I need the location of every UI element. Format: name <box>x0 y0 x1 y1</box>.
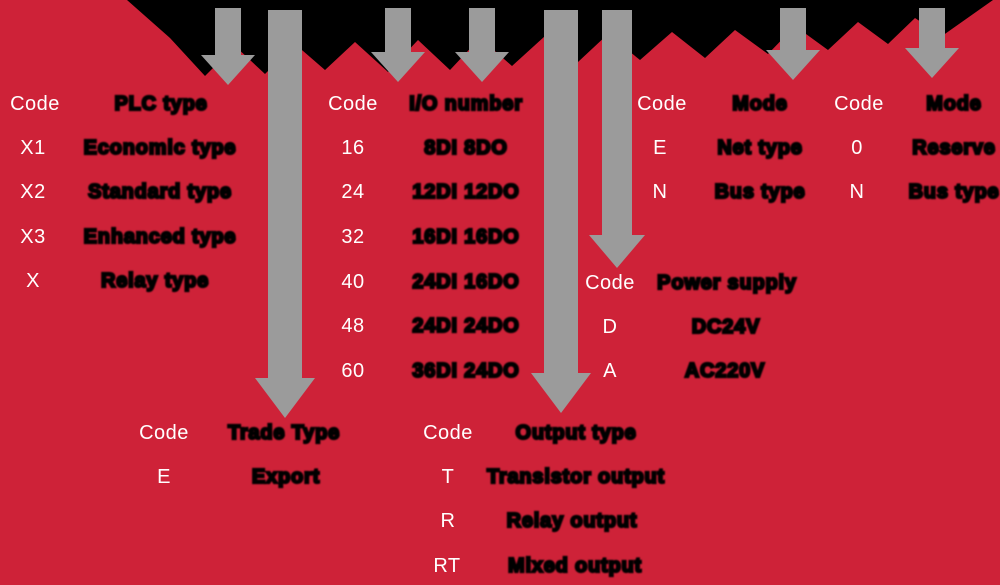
power-supply-row-code: D <box>602 316 618 338</box>
io-number-row-desc: 24DI 16DO <box>411 271 520 293</box>
mode-bus-row-desc: Bus type <box>907 181 1000 203</box>
mode-net-row-code: N <box>652 181 668 203</box>
arrow-trade-type <box>255 10 315 418</box>
plc-type-row-desc: Economic type <box>83 137 237 159</box>
mode-net-row-desc: Net type <box>716 137 803 159</box>
io-number-row-desc: 24DI 24DO <box>411 315 520 337</box>
mode-bus-desc-header: Mode <box>925 93 982 115</box>
power-supply-desc-header: Power supply <box>656 272 797 294</box>
output-type-row-code: R <box>440 510 456 532</box>
plc-type-row-desc: Standard type <box>87 181 232 203</box>
output-type-row-desc: Relay output <box>506 510 638 532</box>
plc-type-row-code: X2 <box>20 181 46 203</box>
plc-type-row-desc: Enhanced type <box>83 226 237 248</box>
power-supply-row-code: A <box>603 360 617 382</box>
arrow-power-supply <box>589 10 645 268</box>
arrow-output-type <box>531 10 591 413</box>
trade-type-row-desc: Export <box>251 466 321 488</box>
plc-type-desc-header: PLC type <box>113 93 208 115</box>
output-type-code-header: Code <box>423 422 473 444</box>
mode-bus-code-header: Code <box>834 93 884 115</box>
mode-net-row-desc: Bus type <box>713 181 806 203</box>
trade-type-code-header: Code <box>139 422 189 444</box>
io-number-desc-header: I/O number <box>408 93 523 115</box>
io-number-code-header: Code <box>328 93 378 115</box>
plc-type-row-desc: Relay type <box>100 270 210 292</box>
arrow-io-number-left <box>371 8 425 82</box>
mode-bus-row-desc: Reserve <box>911 137 996 159</box>
arrow-io-number-right <box>455 8 509 82</box>
arrow-mode-net <box>766 8 820 80</box>
io-number-row-code: 60 <box>341 360 365 382</box>
mode-net-row-code: E <box>653 137 667 159</box>
output-type-row-desc: Mixed output <box>507 555 643 577</box>
mode-net-code-header: Code <box>637 93 687 115</box>
io-number-row-code: 40 <box>341 271 365 293</box>
io-number-row-code: 24 <box>341 181 365 203</box>
power-supply-row-desc: DC24V <box>691 316 761 338</box>
plc-type-row-code: X3 <box>20 226 46 248</box>
io-number-row-desc: 36DI 24DO <box>411 360 520 382</box>
mode-bus-row-code: 0 <box>851 137 863 159</box>
output-type-row-code: T <box>441 466 455 488</box>
io-number-row-code: 48 <box>341 315 365 337</box>
io-number-row-code: 32 <box>341 226 365 248</box>
io-number-row-desc: 8DI 8DO <box>423 137 508 159</box>
trade-type-row-code: E <box>157 466 171 488</box>
io-number-row-desc: 16DI 16DO <box>411 226 520 248</box>
power-supply-code-header: Code <box>585 272 635 294</box>
output-type-row-desc: Transistor output <box>486 466 666 488</box>
arrow-mode-bus <box>905 8 959 78</box>
io-number-row-code: 16 <box>341 137 365 159</box>
arrow-plc-type <box>201 8 255 85</box>
plc-type-row-code: X1 <box>20 137 46 159</box>
output-type-desc-header: Output type <box>514 422 637 444</box>
plc-type-row-code: X <box>26 270 40 292</box>
plc-type-code-header: Code <box>10 93 60 115</box>
power-supply-row-desc: AC220V <box>684 360 766 382</box>
io-number-row-desc: 12DI 12DO <box>411 181 520 203</box>
trade-type-desc-header: Trade Type <box>227 422 341 444</box>
mode-net-desc-header: Mode <box>731 93 788 115</box>
mode-bus-row-code: N <box>849 181 865 203</box>
output-type-row-code: RT <box>433 555 461 577</box>
